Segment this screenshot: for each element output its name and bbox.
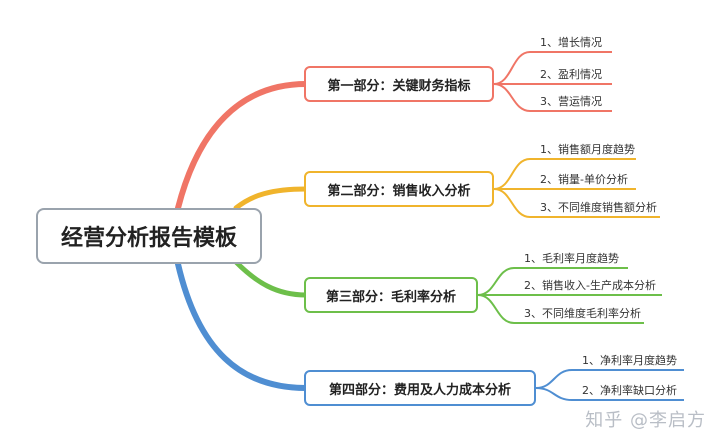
watermark-text: 知乎 @李启方 xyxy=(585,410,706,431)
section-2-node: 第二部分：销售收入分析 xyxy=(304,171,494,207)
leaf-connector xyxy=(493,188,660,218)
section-1-item-2: 2、盈利情况 xyxy=(540,68,602,81)
leaf-connector xyxy=(493,51,612,85)
root-node: 经营分析报告模板 xyxy=(36,208,262,264)
section-1-node: 第一部分：关键财务指标 xyxy=(304,66,494,102)
connector-root-section-2 xyxy=(233,186,309,211)
connector-root-section-3 xyxy=(233,259,309,298)
section-3-node: 第三部分：毛利率分析 xyxy=(304,277,478,313)
section-4-node: 第四部分：费用及人力成本分析 xyxy=(304,370,536,406)
section-3-item-2: 2、销售收入-生产成本分析 xyxy=(524,279,656,292)
leaf-connector xyxy=(493,158,636,190)
connector-root-section-1 xyxy=(175,81,309,211)
section-3-item-1: 1、毛利率月度趋势 xyxy=(524,252,619,265)
section-1-item-3: 3、营运情况 xyxy=(540,95,602,108)
connector-root-section-4 xyxy=(175,261,309,391)
leaf-connector xyxy=(493,83,612,112)
section-3-item-3: 3、不同维度毛利率分析 xyxy=(524,307,641,320)
section-2-item-2: 2、销量-单价分析 xyxy=(540,173,628,186)
section-4-item-2: 2、净利率缺口分析 xyxy=(582,384,677,397)
section-2-item-1: 1、销售额月度趋势 xyxy=(540,143,635,156)
section-2-item-3: 3、不同维度销售额分析 xyxy=(540,201,657,214)
section-1-item-1: 1、增长情况 xyxy=(540,36,602,49)
leaf-connector xyxy=(535,387,684,401)
leaf-connector xyxy=(477,294,644,324)
section-4-item-1: 1、净利率月度趋势 xyxy=(582,354,677,367)
